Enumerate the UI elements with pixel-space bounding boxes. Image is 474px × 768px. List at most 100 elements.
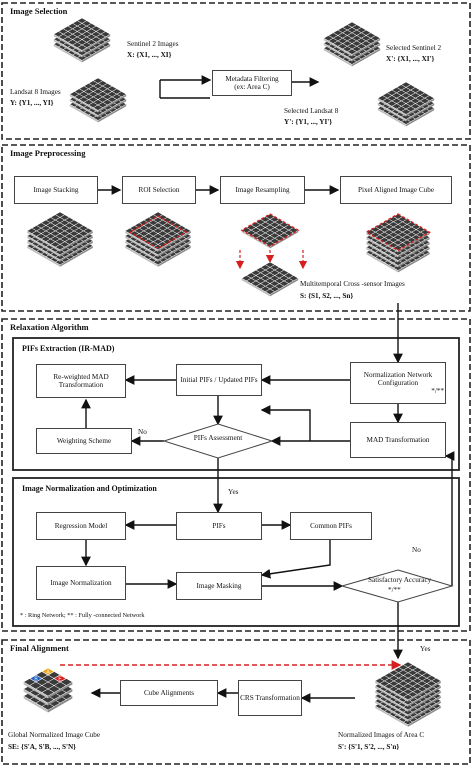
image-stacking-box: Image Stacking	[14, 176, 98, 204]
resampling-dashed-outline	[240, 213, 300, 248]
cube-side-left	[69, 104, 98, 123]
common-pifs-box: Common PIFs	[290, 512, 372, 540]
pifs-assessment-label: PIFs Assessment	[193, 434, 243, 442]
weighting-scheme-box: Weighting Scheme	[36, 428, 132, 454]
cube-side-left	[375, 690, 408, 712]
cube-side-left	[23, 696, 48, 713]
normalized-images-cube	[374, 661, 442, 727]
cube-side-left	[53, 39, 82, 58]
cube-cell	[400, 108, 412, 115]
initial-pifs-box: Initial PIFs / Updated PIFs	[176, 364, 262, 396]
cube-cell	[264, 288, 276, 295]
cube-side-right	[408, 700, 441, 722]
selected-sentinel-set: X': {X1, ..., XI'}	[386, 55, 435, 63]
cube-side-left	[241, 230, 270, 249]
diamond-satisfactory-accuracy	[340, 569, 454, 603]
cube-side-left	[366, 237, 398, 258]
section-title-image-selection: Image Selection	[10, 6, 68, 16]
cube-side-right	[98, 104, 127, 123]
pifs-box: PIFs	[176, 512, 262, 540]
accuracy-yes-label: Yes	[420, 645, 431, 653]
cube-side-right	[398, 242, 430, 263]
cube-cell	[54, 244, 66, 251]
cube-side-right	[352, 38, 381, 57]
cube-side-left	[27, 240, 61, 262]
cube-cell	[392, 254, 404, 261]
cube-cell	[76, 54, 88, 61]
cube-side-left	[23, 682, 48, 699]
diamond-pifs-assessment	[162, 423, 274, 459]
normalized-images-set: S': {S'1, S'2, ..., S'n}	[338, 743, 400, 751]
roi-selection-illustration	[124, 211, 192, 267]
region-letter-e: E	[58, 677, 62, 683]
normalization-config-box: Normalization Network Configuration */**	[350, 362, 446, 404]
cube-cell	[92, 114, 104, 121]
sentinel-images-label: Sentinel 2 Images	[127, 40, 179, 48]
cube-side-left	[27, 235, 61, 257]
section-frame-image-selection	[1, 2, 471, 140]
cube-alignments-box: Cube Alignments	[120, 680, 218, 706]
normalized-images-label: Normalized Images of Area C	[338, 731, 425, 739]
stacked-images-illustration	[26, 211, 94, 267]
selected-sentinel-label: Selected Sentinel 2	[386, 44, 442, 52]
global-cube-set: SE: {S'A, S'B, ..., S'N}	[8, 743, 76, 751]
cube-side-left	[366, 252, 398, 273]
cube-cell	[402, 704, 414, 711]
selected-landsat-cube-stack	[377, 81, 435, 127]
cube-cell	[400, 118, 412, 125]
cube-side-left	[27, 230, 61, 252]
metadata-filtering-box: Metadata Filtering (ex: Area C)	[212, 70, 292, 96]
cube-cell	[392, 249, 404, 256]
cube-side-right	[60, 230, 93, 252]
cube-cell	[41, 688, 55, 697]
section-frame-relaxation-algorithm	[1, 318, 471, 632]
multitemporal-set: S: {S1, S2, ..., Sn}	[300, 292, 354, 300]
pixel-cube-dashed-outline	[365, 213, 431, 252]
cube-side-right	[406, 98, 435, 117]
section-title-relaxation-algorithm: Relaxation Algorithm	[10, 322, 89, 332]
cube-cell	[92, 109, 104, 116]
cube-side-right	[270, 278, 299, 297]
cube-side-left	[375, 700, 408, 722]
cube-cell	[152, 254, 164, 261]
metadata-filtering-label: Metadata Filtering	[225, 74, 279, 83]
normalization-config-label: Normalization Network Configuration	[363, 370, 433, 387]
landsat-cube-stack	[69, 77, 127, 123]
cube-cell	[402, 714, 414, 721]
normalization-config-mark: */**	[431, 387, 444, 396]
image-resampling-box: Image Resampling	[220, 176, 305, 204]
arrow-common-to-masking	[260, 540, 331, 579]
cube-cell	[92, 104, 104, 111]
region-tile-b	[29, 674, 43, 683]
section-title-final-alignment: Final Alignment	[10, 643, 69, 653]
cube-side-right	[406, 108, 435, 127]
landsat-images-label: Landsat 8 Images	[10, 88, 61, 96]
selected-sentinel-cube-stack	[323, 21, 381, 67]
cube-side-left	[375, 685, 408, 707]
mad-transformation-box: MAD Transformation	[350, 422, 446, 458]
cube-side-right	[408, 695, 441, 717]
cube-side-right	[158, 230, 191, 252]
section-frame-image-preprocessing	[1, 144, 471, 312]
cube-side-right	[60, 235, 93, 257]
cube-cell	[41, 702, 55, 711]
section-frame-final-alignment	[1, 639, 471, 765]
pixel-aligned-cube-box: Pixel Aligned Image Cube	[340, 176, 452, 204]
crs-transformation-box: CRS Transformation	[238, 680, 302, 716]
cube-cell	[41, 695, 55, 704]
image-masking-box: Image Masking	[176, 572, 262, 600]
cube-cell	[346, 58, 358, 65]
cube-side-left	[69, 99, 98, 118]
cube-side-left	[125, 240, 158, 262]
global-normalized-cube	[23, 667, 73, 713]
cube-side-left	[375, 695, 408, 717]
cube-side-left	[69, 94, 98, 113]
global-cube-label: Global Normalized Image Cube	[8, 731, 101, 739]
regression-model-box: Regression Model	[36, 512, 126, 540]
cube-side-right	[60, 240, 93, 262]
assessment-no-label: No	[138, 428, 147, 436]
network-footnote: * : Ring Network; ** : Fully -connected …	[20, 612, 145, 619]
cube-side-right	[408, 705, 441, 727]
